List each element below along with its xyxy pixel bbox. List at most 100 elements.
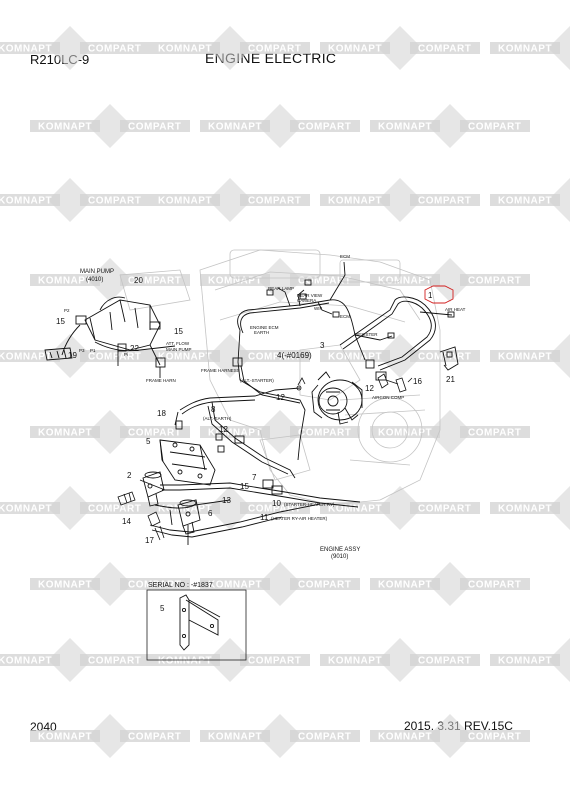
inset-bracket-5 [179, 594, 221, 651]
item-5-inset: 5 [160, 604, 165, 613]
watermark-word-a: KOMNAPT [38, 428, 92, 439]
watermark-word-a: KOMNAPT [0, 504, 52, 515]
watermark-word-a: KOMNAPT [378, 580, 432, 591]
relay-bracket [159, 439, 216, 486]
watermark-tile: KOMNAPT COMPART [0, 334, 150, 378]
engine-block-ghost [119, 249, 441, 506]
watermark-word-b: COMPART [248, 504, 301, 515]
item-17: 17 [145, 536, 154, 545]
watermark-tile: KOMNAPT COMPART [30, 410, 190, 454]
watermark-word-b: COMPART [468, 428, 521, 439]
label-aircon-comp: AIRCON COMP [372, 395, 404, 400]
watermark-word-b: COMPART [418, 196, 471, 207]
watermark-word-a: KOMNAPT [378, 276, 432, 287]
label-alt-earth: (ALT.-EARTH) [203, 416, 232, 421]
watermark-word-a: KOMNAPT [498, 44, 552, 55]
label-engine-assy: ENGINE ASSY [320, 547, 360, 553]
watermark-word-a: KOMNAPT [328, 352, 382, 363]
connectors-14-17 [117, 491, 165, 541]
watermark-word-a: KOMNAPT [328, 196, 382, 207]
label-att-flow: ATT. FLOW [166, 341, 190, 346]
label-rear-view-a: REAR VIEW [297, 293, 323, 298]
watermark-tile: KOMNAPT COMPART [0, 26, 150, 70]
watermark-word-b: COMPART [248, 196, 301, 207]
item-12-alt: 12 [276, 393, 285, 402]
watermark-word-a: KOMNAPT [158, 352, 212, 363]
label-air-heat: AIR HEAT [445, 307, 466, 312]
label-p2: P2 [64, 308, 70, 313]
watermark-word-a: KOMNAPT [328, 44, 382, 55]
watermark-word-b: COMPART [298, 428, 351, 439]
label-engine-ecm-a: ENGINE ECM [250, 325, 279, 330]
item-19: 19 [68, 351, 77, 360]
label-resister: RESISTER [355, 332, 378, 337]
watermark-word-a: KOMNAPT [0, 196, 52, 207]
item-7: 7 [252, 473, 257, 482]
watermark-word-b: COMPART [128, 428, 181, 439]
watermark-word-a: KOMNAPT [208, 580, 262, 591]
label-p3: P3 [79, 348, 85, 353]
watermark-word-b: COMPART [298, 122, 351, 133]
label-serial-no: SERIAL NO : -#1837 [148, 582, 213, 589]
highlight-marker-item-1 [424, 285, 454, 304]
watermark-tile: KOMNAPT COMPART [200, 562, 360, 606]
watermark-tile: KOMNAPT COMPART [320, 178, 480, 222]
main-pump-group [44, 296, 176, 378]
label-engine-ecm-b: EARTH [254, 330, 269, 335]
watermark-word-a: KOMNAPT [38, 122, 92, 133]
watermark-word-a: KOMNAPT [378, 732, 432, 743]
watermark-word-a: KOMNAPT [498, 196, 552, 207]
item-12-battery: 12 [219, 425, 228, 434]
aircon-connector [377, 373, 413, 393]
watermark-word-a: KOMNAPT [38, 580, 92, 591]
watermark-word-a: KOMNAPT [498, 352, 552, 363]
item-15-pump: 15 [56, 317, 65, 326]
item-14: 14 [122, 517, 131, 526]
label-heater-air: (HEATER RY-AIR HEATER) [271, 516, 328, 521]
item-11: 11 [260, 513, 269, 522]
bracket-21 [439, 346, 459, 371]
watermark-word-b: COMPART [248, 656, 301, 667]
label-wif: WIF [314, 306, 322, 311]
watermark-tile: KOMNAPT COMPART [150, 638, 310, 682]
item-15-lower: 15 [240, 482, 249, 491]
watermark-word-b: COMPART [298, 276, 351, 287]
item-10: 10 [272, 499, 281, 508]
watermark-word-b: COMPART [298, 580, 351, 591]
watermark-word-b: COMPART [468, 732, 521, 743]
watermark-word-a: KOMNAPT [158, 44, 212, 55]
item-2: 2 [127, 471, 132, 480]
watermark-word-b: COMPART [88, 44, 141, 55]
watermark-word-a: KOMNAPT [498, 656, 552, 667]
item-4: 4(-#0169) [277, 351, 312, 360]
watermark-word-a: KOMNAPT [38, 276, 92, 287]
label-frame-harn: FRAME HARN [146, 378, 176, 383]
item-22: 22 [130, 344, 139, 353]
item-18: 18 [157, 409, 166, 418]
item-3: 3 [320, 341, 325, 350]
watermark-layer: KOMNAPT COMPART KOMNAPT COMPART KOMNAPT COMPA… [0, 26, 570, 758]
watermark-word-a: KOMNAPT [158, 656, 212, 667]
label-rear-lamp: REAR LAMP [268, 286, 294, 291]
watermark-word-b: COMPART [298, 732, 351, 743]
watermark-word-b: COMPART [88, 504, 141, 515]
watermark-word-a: KOMNAPT [0, 352, 52, 363]
item-13: 13 [222, 496, 231, 505]
watermark-word-b: COMPART [88, 352, 141, 363]
watermark-word-a: KOMNAPT [0, 44, 52, 55]
watermark-tile: KOMNAPT COMPART [0, 486, 150, 530]
item-12-aircon: 12 [365, 384, 374, 393]
